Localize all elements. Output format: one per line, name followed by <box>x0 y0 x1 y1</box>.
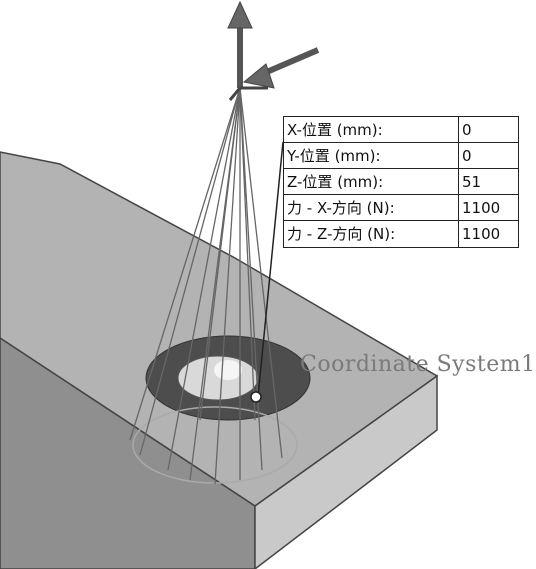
property-label: Z-位置 (mm): <box>287 173 384 191</box>
force-cone-lines <box>129 87 283 485</box>
property-row-y-position: Y-位置 (mm): 0 <box>284 143 518 169</box>
force-x-field[interactable]: 1100 <box>458 195 518 220</box>
y-position-field[interactable]: 0 <box>458 143 518 168</box>
z-position-field[interactable]: 51 <box>458 169 518 194</box>
property-label: X-位置 (mm): <box>287 121 383 139</box>
beam-end-face[interactable] <box>254 374 438 569</box>
property-label: 力 - X-方向 (N): <box>287 199 395 217</box>
force-property-table: X-位置 (mm): 0 Y-位置 (mm): 0 Z-位置 (mm): 51 … <box>283 116 519 248</box>
force-z-field[interactable]: 1100 <box>458 221 518 247</box>
force-direction-arrow-icon[interactable] <box>242 63 275 89</box>
x-position-field[interactable]: 0 <box>458 117 518 142</box>
property-label: Y-位置 (mm): <box>287 147 381 165</box>
property-row-x-position: X-位置 (mm): 0 <box>284 117 518 143</box>
property-row-force-z: 力 - Z-方向 (N): 1100 <box>284 221 518 247</box>
coordinate-system-label: Coordinate System1 <box>300 352 536 377</box>
beam-front-face[interactable] <box>0 337 256 569</box>
3d-model-canvas[interactable] <box>0 0 519 569</box>
z-axis-arrow-icon[interactable] <box>227 0 253 29</box>
hole-inner[interactable] <box>177 355 259 401</box>
property-label: 力 - Z-方向 (N): <box>287 225 396 243</box>
property-row-z-position: Z-位置 (mm): 51 <box>284 169 518 195</box>
force-application-point[interactable] <box>250 391 262 403</box>
property-row-force-x: 力 - X-方向 (N): 1100 <box>284 195 518 221</box>
